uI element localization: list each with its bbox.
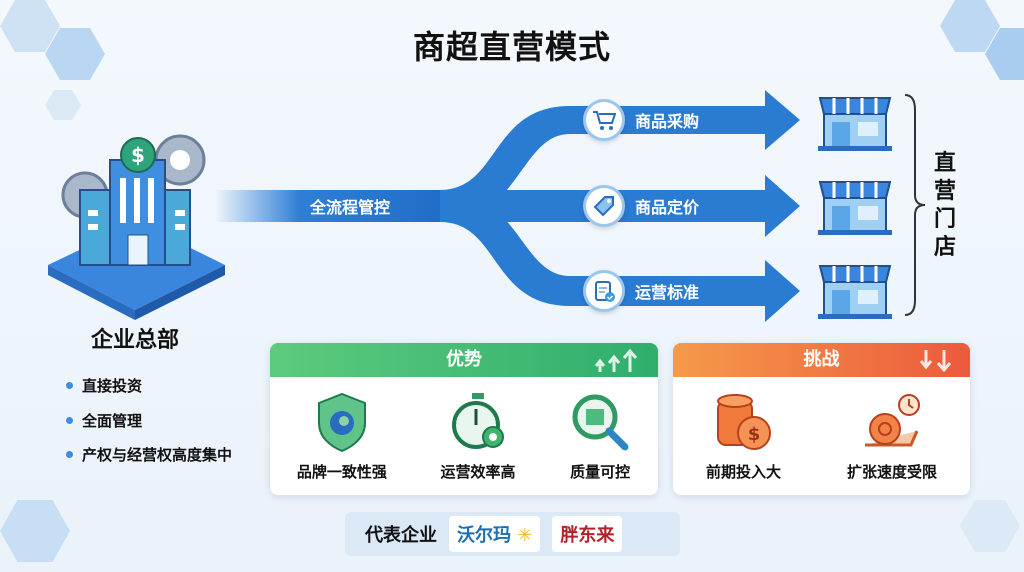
- store-icon: [818, 181, 892, 235]
- branch-label: 商品定价: [635, 198, 700, 217]
- advantages-card: 优势 品牌一致性强 运营效率高 质量可控: [270, 343, 658, 495]
- page-title: 商超直营模式: [412, 28, 611, 66]
- challenge-label: 扩张速度受限: [846, 463, 937, 481]
- advantage-label: 运营效率高: [440, 463, 516, 481]
- stopwatch-gear-icon: [452, 393, 504, 449]
- representatives-label: 代表企业: [365, 525, 437, 546]
- branch-purchasing: 商品采购: [583, 99, 699, 141]
- challenge-item: $ 前期投入大: [706, 391, 781, 482]
- challenges-title: 挑战: [803, 349, 840, 370]
- bullet-text: 全面管理: [82, 412, 143, 430]
- down-arrows-icon: [919, 350, 952, 372]
- stem-arrow: [215, 190, 455, 222]
- store-icon: [818, 265, 892, 319]
- branch-label: 运营标准: [635, 283, 700, 302]
- decor-hexagon: [0, 0, 60, 52]
- company-pangdonglai: 胖东来: [552, 516, 623, 552]
- company-walmart: 沃尔玛 ✳: [449, 516, 541, 552]
- branch-arrow: [440, 90, 800, 222]
- representative-companies: 代表企业 沃尔玛 ✳ 胖东来: [345, 512, 680, 556]
- challenges-card: 挑战 $ 前期投入大 扩张速度受限: [673, 343, 970, 495]
- stores-label: 直营门店: [933, 151, 956, 260]
- store-icon: [818, 97, 892, 151]
- challenge-item: 扩张速度受限: [847, 391, 937, 482]
- clipboard-check-icon: [583, 270, 625, 312]
- svg-text:$: $: [748, 424, 761, 445]
- challenge-label: 前期投入大: [705, 463, 781, 481]
- svg-text:$: $: [131, 143, 145, 167]
- advantage-item: 运营效率高: [441, 391, 516, 482]
- company-name: 沃尔玛: [457, 525, 511, 546]
- challenges-header: 挑战: [673, 343, 970, 377]
- hq-bullet: 直接投资: [66, 375, 142, 396]
- hq-bullet: 全面管理: [66, 410, 142, 431]
- advantages-header: 优势: [270, 343, 658, 377]
- shield-icon: [317, 392, 366, 453]
- decor-hexagon: [940, 0, 1000, 52]
- bullet-text: 直接投资: [82, 377, 143, 395]
- stores-bracket: [904, 94, 926, 316]
- shopping-cart-icon: [583, 99, 625, 141]
- advantages-title: 优势: [446, 349, 482, 370]
- advantage-item: 品牌一致性强: [297, 391, 387, 482]
- branch-arrow: [440, 190, 800, 322]
- snail-clock-icon: [864, 394, 920, 447]
- decor-hexagon: [45, 90, 81, 120]
- up-arrows-icon: [594, 348, 638, 372]
- headquarters-label: 企业总部: [90, 328, 179, 353]
- magnifier-box-icon: [572, 394, 629, 451]
- branch-pricing: 商品定价: [583, 185, 699, 227]
- advantage-label: 质量可控: [570, 463, 631, 481]
- stem-label: 全流程管控: [310, 198, 391, 217]
- walmart-spark-icon: ✳: [511, 525, 533, 546]
- price-tag-icon: [583, 185, 625, 227]
- advantage-item: 质量可控: [569, 391, 631, 482]
- branch-label: 商品采购: [635, 112, 700, 131]
- advantage-label: 品牌一致性强: [296, 463, 387, 481]
- bullet-text: 产权与经营权高度集中: [82, 446, 233, 464]
- headquarters-building-icon: $: [48, 134, 225, 320]
- branch-operations: 运营标准: [583, 270, 699, 312]
- hq-bullet: 产权与经营权高度集中: [66, 444, 232, 465]
- coins-icon: $: [717, 394, 772, 450]
